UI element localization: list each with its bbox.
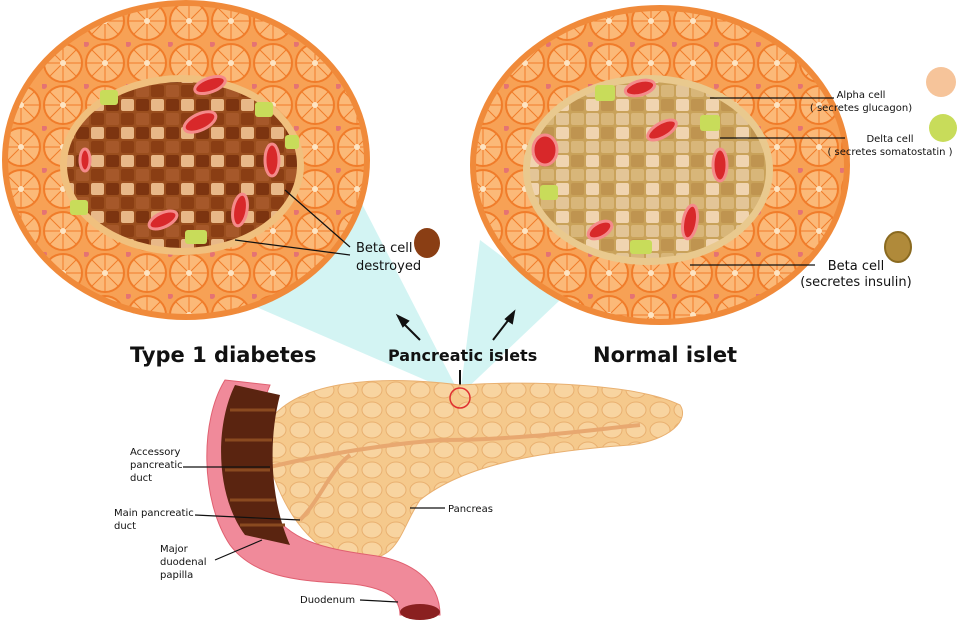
papilla-leader-line [214,539,263,561]
accessory-duct-label: Accessory [130,447,180,458]
alpha-cell-icon [926,67,956,97]
pancreas-illustration [264,380,683,561]
pancreatic-islets-title: Pancreatic islets [388,346,537,365]
type1-islet-illustration [2,0,370,320]
accessory-duct-label-2: pancreatic [130,460,183,471]
pancreas-label: Pancreas [448,504,493,515]
duodenum-illustration [206,379,441,620]
duodenum-label: Duodenum [300,595,355,606]
delta-cell-desc: ( secretes somatostatin ) [827,147,952,158]
beta-cell-icon [884,231,912,263]
beta-cell-desc: (secretes insulin) [800,275,911,290]
papilla-label-3: papilla [160,570,193,581]
beta-destroyed-label: Beta cell [356,241,412,256]
destroyed-beta-cell-icon [414,228,440,258]
main-duct-label-2: duct [114,521,136,532]
destroyed-leader-line-1 [284,189,351,248]
delta-cell-icon [929,114,957,142]
alpha-cell-label: Alpha cell [837,90,886,101]
beta-cell-label: Beta cell [828,259,884,274]
papilla-label-2: duodenal [160,557,207,568]
highlight-beam-left [240,200,460,395]
beta-destroyed-label-2: destroyed [356,259,421,274]
alpha-cell-desc: ( secretes glucagon) [810,103,912,114]
main-duct-label: Main pancreatic [114,508,194,519]
papilla-label: Major [160,544,189,555]
accessory-duct-label-3: duct [130,473,152,484]
normal-islet-illustration [470,5,850,325]
main-duct-leader-line [194,514,301,521]
destroyed-leader-line-2 [234,239,351,256]
delta-cell-label: Delta cell [866,134,913,145]
type1-diabetes-title: Type 1 diabetes [130,343,317,367]
duodenum-leader-line [359,599,399,603]
normal-islet-title: Normal islet [593,343,737,367]
